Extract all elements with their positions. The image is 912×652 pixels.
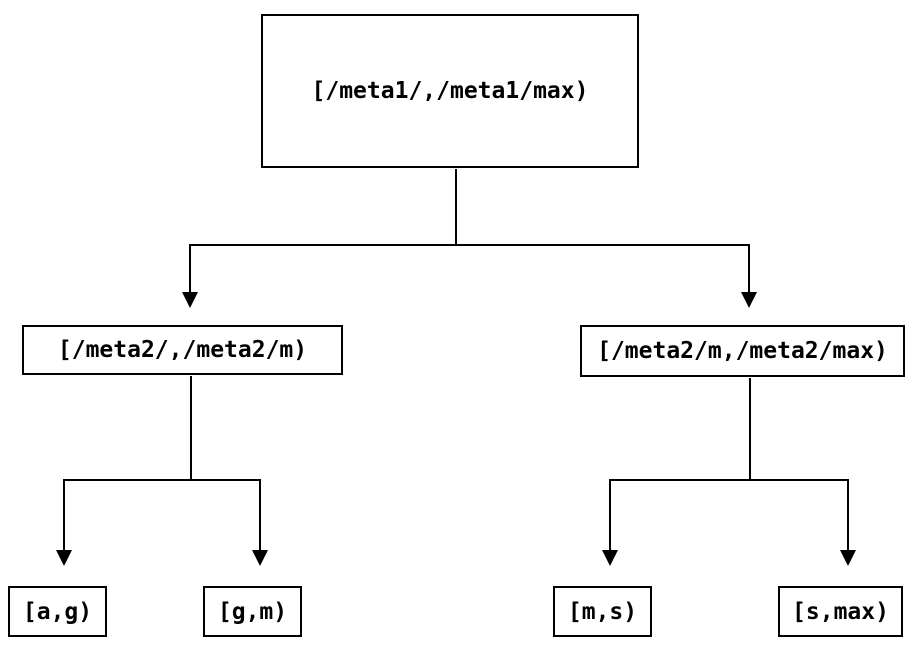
arrowhead-down-icon: [182, 292, 198, 308]
node-right-mid-range: [/meta2/m,/meta2/max): [580, 325, 905, 377]
edge-right-mid-to-leaf-ms: [609, 378, 751, 550]
arrowhead-down-icon: [741, 292, 757, 308]
arrowhead-down-icon: [56, 550, 72, 566]
node-leaf-ms-range: [m,s): [553, 586, 652, 637]
edge-root-to-left-mid: [189, 169, 457, 292]
edge-right-mid-to-leaf-smax: [749, 378, 849, 550]
node-leaf-gm-range: [g,m): [203, 586, 302, 637]
node-left-mid-range: [/meta2/,/meta2/m): [22, 325, 343, 375]
arrowhead-down-icon: [252, 550, 268, 566]
node-leaf-ag-range: [a,g): [8, 586, 107, 637]
arrowhead-down-icon: [840, 550, 856, 566]
edge-left-mid-to-leaf-ag: [63, 376, 192, 550]
edge-root-to-right-mid: [455, 169, 750, 292]
edge-left-mid-to-leaf-gm: [190, 376, 261, 550]
arrowhead-down-icon: [602, 550, 618, 566]
node-root-range: [/meta1/,/meta1/max): [261, 14, 639, 168]
node-leaf-smax-range: [s,max): [778, 586, 903, 637]
